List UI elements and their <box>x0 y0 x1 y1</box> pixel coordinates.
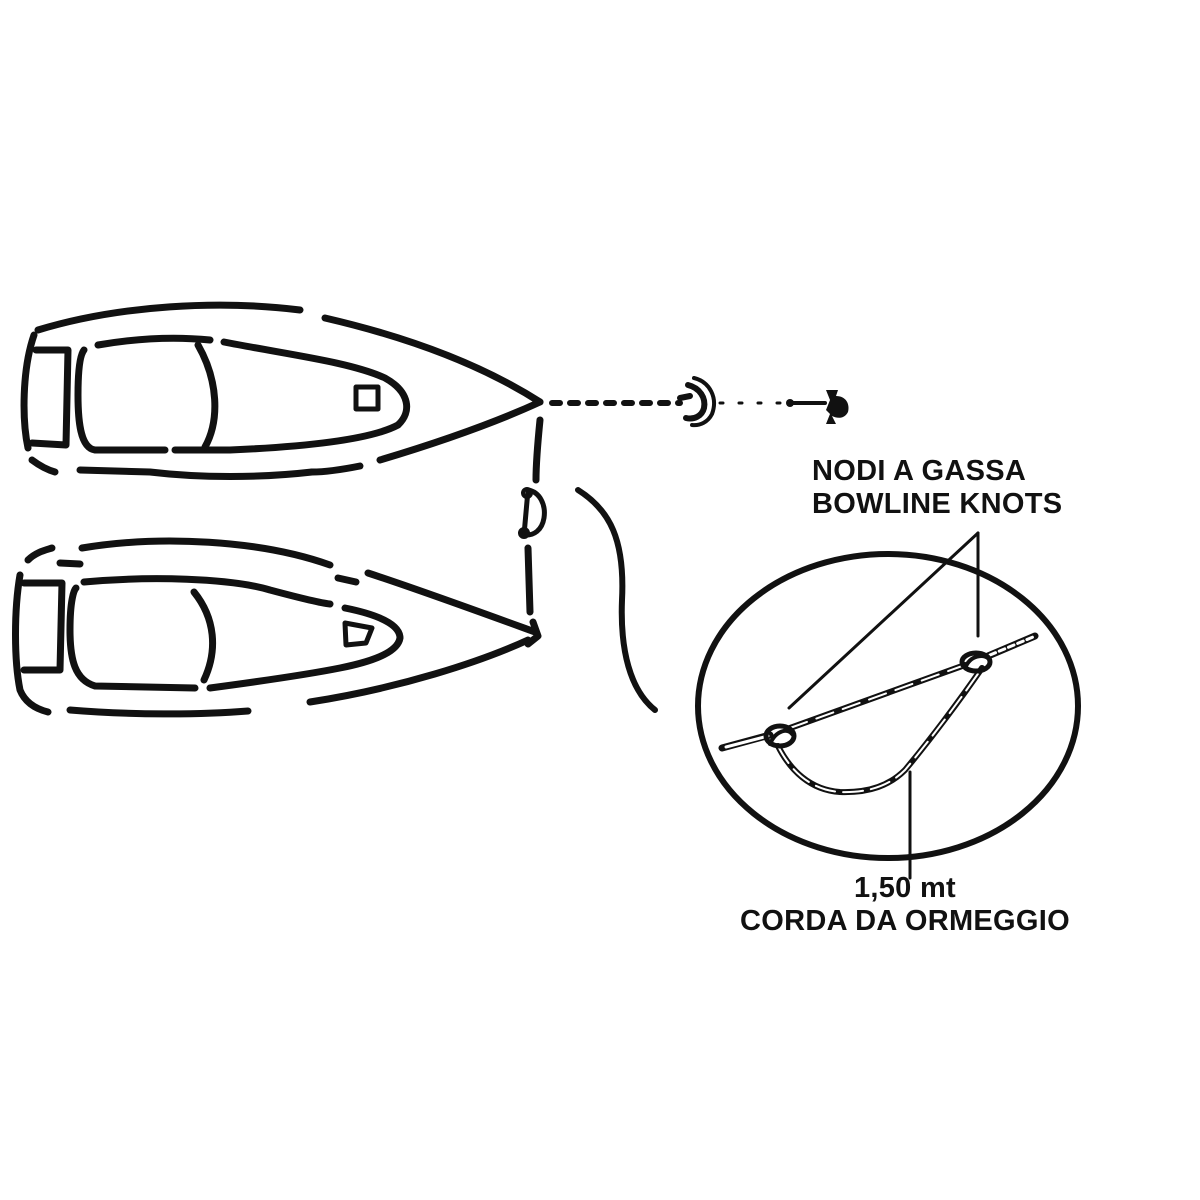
callout-curve <box>575 487 658 713</box>
bowline-knot-right <box>959 650 993 674</box>
detail-ellipse <box>695 551 1081 861</box>
knots-label-italian: NODI A GASSA <box>812 455 1027 487</box>
anchor-icon <box>826 390 849 424</box>
knots-label-english: BOWLINE KNOTS <box>812 488 1063 520</box>
rope-length-label: 1,50 mt <box>853 872 957 904</box>
bowline-knot-left <box>763 723 797 749</box>
boat-bottom <box>12 537 539 718</box>
boat-top <box>20 301 544 480</box>
connector-rope <box>524 416 544 648</box>
buoy-icon <box>677 376 716 428</box>
mooring-rope-label: 1,50 mt CORDA DA ORMEGGIO <box>720 872 1090 938</box>
rope-name-label: CORDA DA ORMEGGIO <box>739 905 1070 937</box>
leader-lines <box>787 531 980 880</box>
shackle-icon <box>518 487 547 539</box>
anchor-line <box>549 399 827 407</box>
bowline-knots-label: NODI A GASSA BOWLINE KNOTS <box>812 455 1062 521</box>
rope-detail <box>718 632 1039 796</box>
